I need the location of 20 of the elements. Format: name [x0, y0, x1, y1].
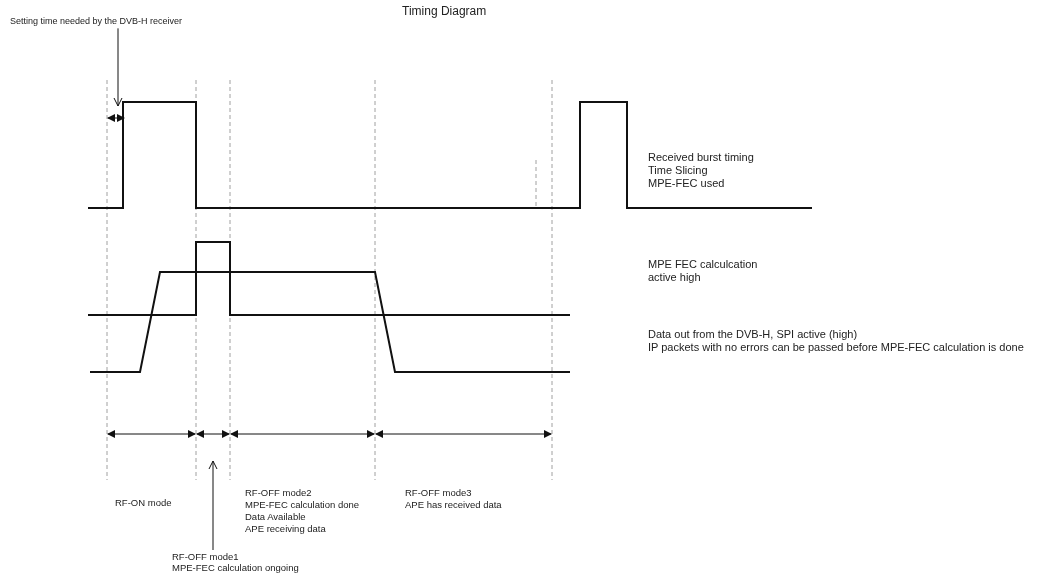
signal-label: Time Slicing [648, 164, 708, 177]
signal-label: MPE FEC calculcation [648, 258, 758, 271]
annotation-text: MPE-FEC calculation ongoing [172, 562, 299, 574]
signal-label: Received burst timing [648, 151, 754, 164]
signal-label: active high [648, 271, 701, 284]
mode-label: MPE-FEC calculation done [245, 500, 360, 511]
leader-line [113, 27, 123, 107]
mode-label: Data Available [245, 512, 306, 523]
signal-label: MPE-FEC used [648, 177, 725, 190]
mode-label: APE has received data [405, 500, 502, 511]
mode-label: APE receiving data [245, 524, 326, 535]
leader-line [208, 460, 218, 551]
diagram-title: Timing Diagram [402, 5, 487, 19]
mode-label: RF-OFF mode2 [245, 488, 312, 499]
mode-label: RF-ON mode [115, 498, 172, 509]
annotation-text: Setting time needed by the DVB-H receiver [10, 16, 183, 27]
signal-label: Data out from the DVB-H, SPI active (high) [648, 328, 858, 341]
mode-label: RF-OFF mode3 [405, 488, 472, 499]
annotation-text: RF-OFF mode1 [172, 552, 240, 563]
signal-label: IP packets with no errors can be passed before MPE-FEC calculation is done [648, 341, 1025, 354]
